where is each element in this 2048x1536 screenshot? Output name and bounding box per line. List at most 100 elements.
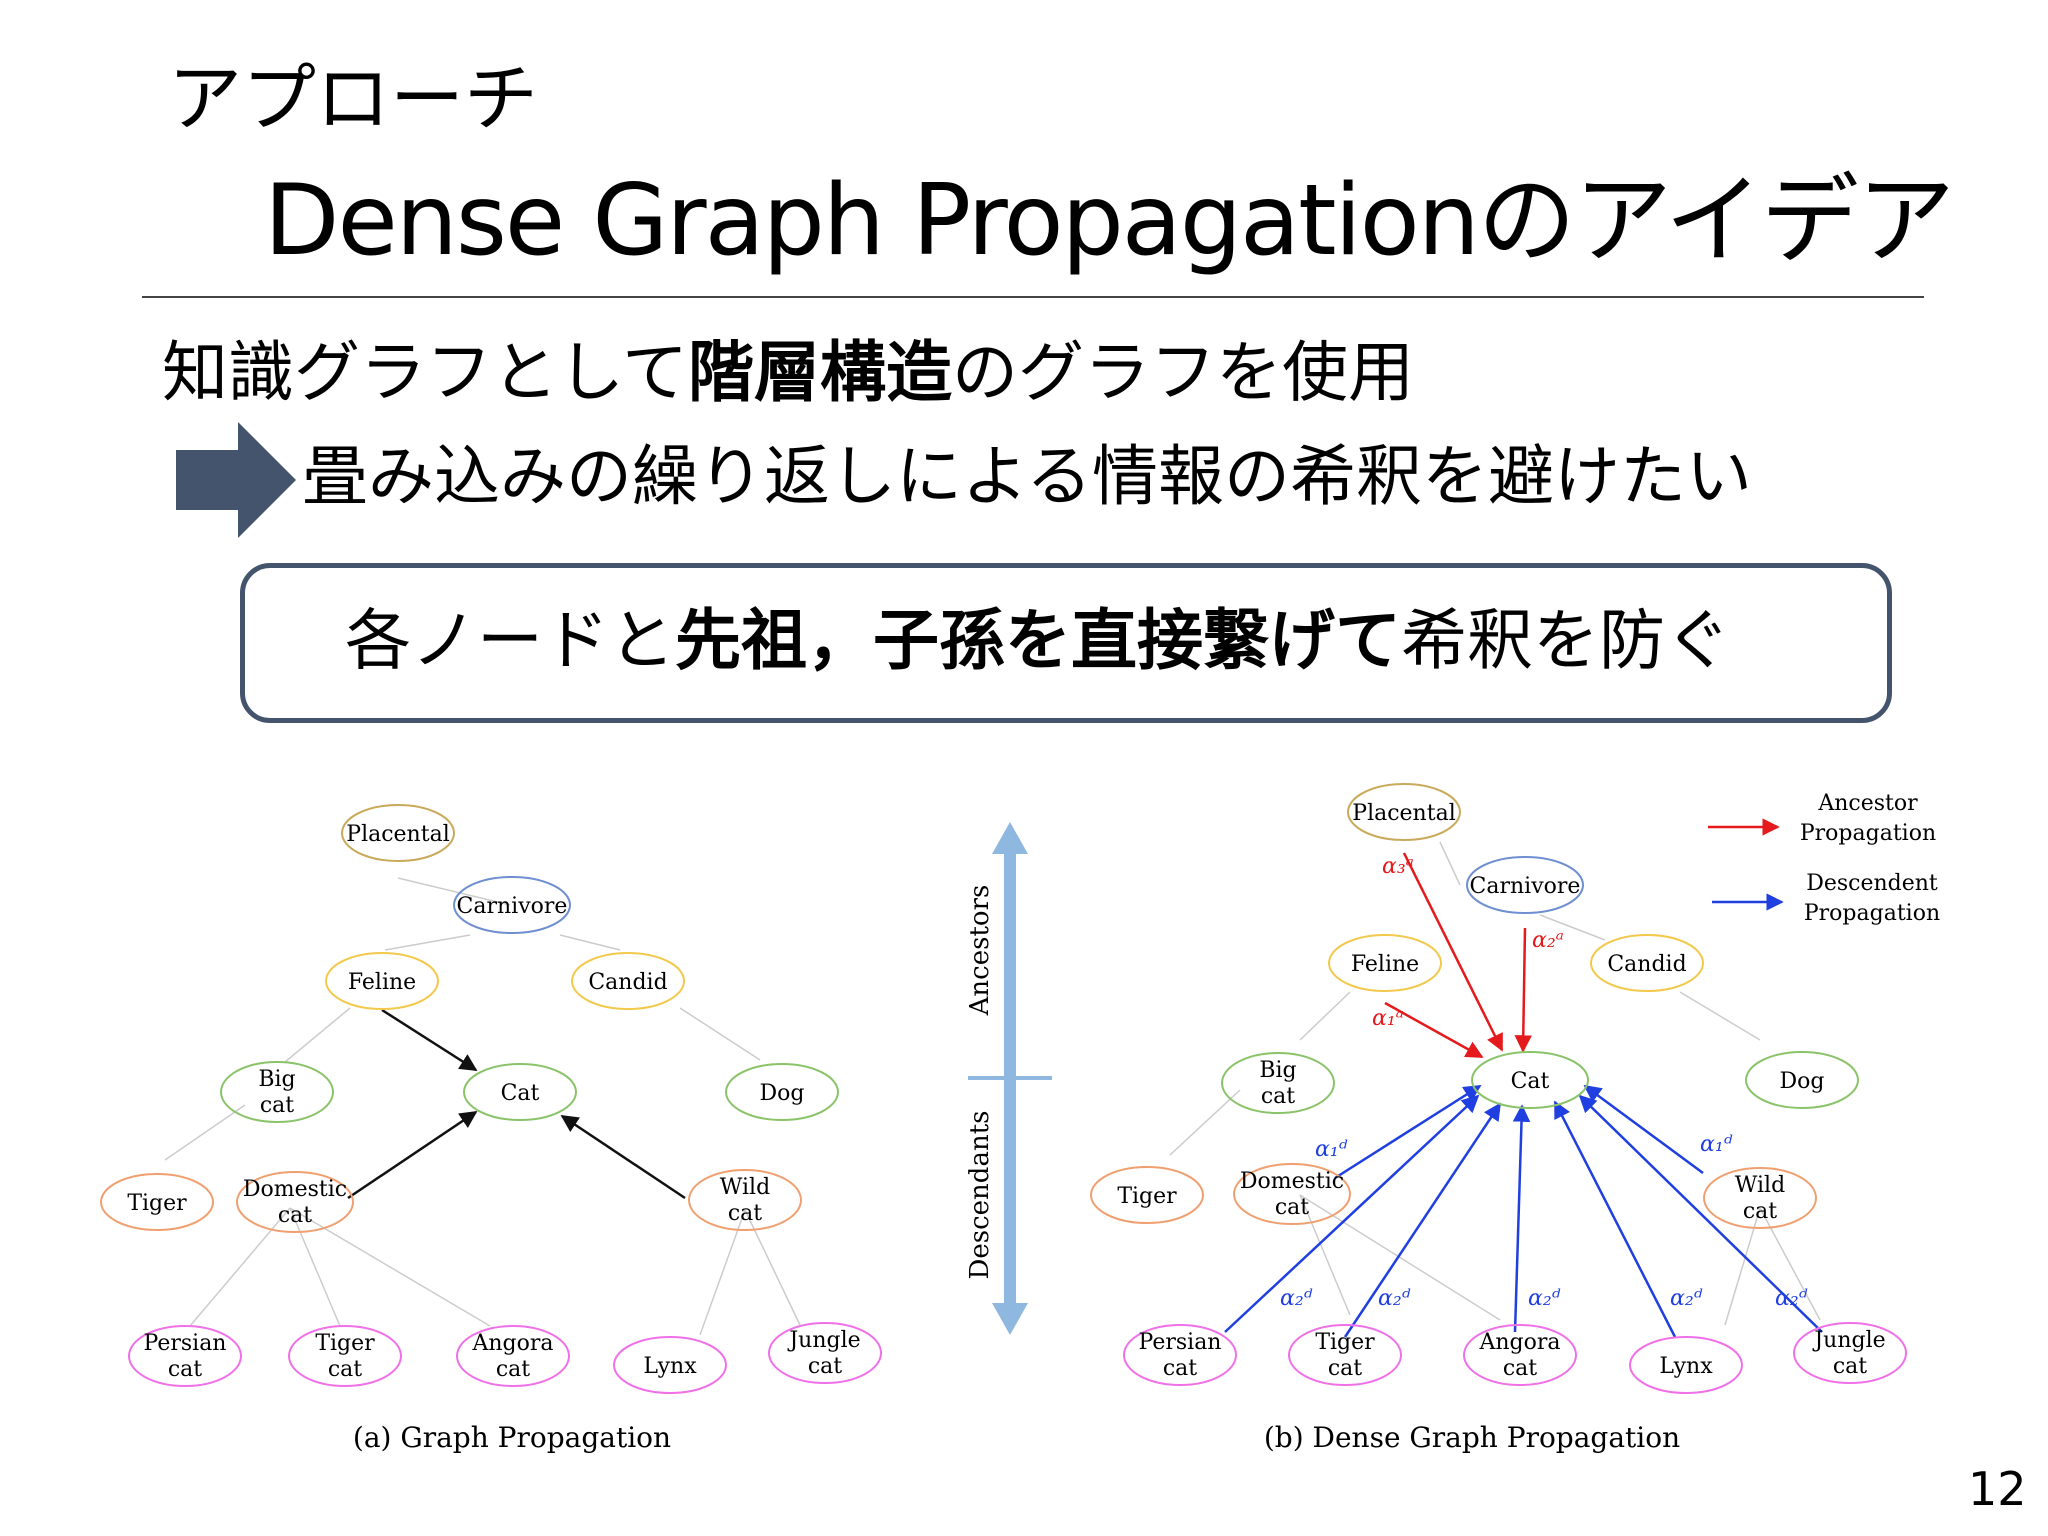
svg-text:Tiger: Tiger <box>1117 1184 1177 1209</box>
svg-text:Persian: Persian <box>144 1331 227 1356</box>
svg-text:Angora: Angora <box>471 1331 553 1356</box>
descendant-arrows-b <box>1224 1084 1823 1338</box>
svg-text:cat: cat <box>1261 1084 1295 1109</box>
ancestors-label: Ancestors <box>965 885 995 1017</box>
svg-text:Carnivore: Carnivore <box>1470 874 1581 899</box>
svg-text:α₃ᵃ: α₃ᵃ <box>1382 854 1414 879</box>
page-number: 12 <box>1968 1462 2027 1516</box>
svg-text:Descendent: Descendent <box>1806 871 1938 896</box>
node-dog-b: Dog <box>1745 1051 1859 1109</box>
node-carnivore-a: Carnivore <box>453 876 571 934</box>
callout-text-end: 希釈を防ぐ <box>1401 602 1731 679</box>
ancestor-arrows-b <box>1384 852 1533 1059</box>
svg-text:α₁ᵈ: α₁ᵈ <box>1700 1132 1733 1157</box>
node-tiger-b: Tiger <box>1090 1166 1204 1224</box>
line1-text: 知識グラフとして <box>162 334 689 411</box>
svg-text:cat: cat <box>728 1201 762 1226</box>
svg-text:cat: cat <box>496 1357 530 1382</box>
svg-text:Tiger: Tiger <box>1315 1330 1375 1355</box>
svg-text:Domestic: Domestic <box>243 1177 347 1202</box>
svg-text:Persian: Persian <box>1139 1330 1222 1355</box>
propagation-figure: Placental Carnivore Feline Candid Bigcat… <box>100 783 1940 1454</box>
line1-bold: 階層構造 <box>688 334 953 411</box>
svg-text:Tiger: Tiger <box>315 1331 375 1356</box>
svg-text:Carnivore: Carnivore <box>457 894 568 919</box>
svg-text:cat: cat <box>168 1357 202 1382</box>
propagation-arrows-a <box>347 1008 686 1200</box>
slide-title: Dense Graph Propagationのアイデア <box>264 164 1955 278</box>
svg-text:Ancestor: Ancestor <box>1817 791 1918 816</box>
node-candid-b: Candid <box>1590 934 1704 992</box>
svg-text:Jungle: Jungle <box>1812 1328 1885 1353</box>
svg-text:α₂ᵈ: α₂ᵈ <box>1670 1286 1703 1311</box>
svg-text:Placental: Placental <box>346 822 449 847</box>
descendants-label: Descendants <box>965 1111 995 1280</box>
svg-text:Big: Big <box>258 1067 295 1092</box>
svg-text:α₁ᵃ: α₁ᵃ <box>1372 1006 1404 1031</box>
title-divider <box>142 296 1924 298</box>
svg-text:Wild: Wild <box>1735 1173 1785 1198</box>
graph-propagation-panel: Placental Carnivore Feline Candid Bigcat… <box>100 804 882 1454</box>
bullet-line-2: 畳み込みの繰り返しによる情報の希釈を避けたい <box>302 438 1753 515</box>
node-dog-a: Dog <box>725 1063 839 1121</box>
svg-text:α₂ᵃ: α₂ᵃ <box>1532 928 1564 953</box>
svg-text:Placental: Placental <box>1352 801 1455 826</box>
svg-text:Wild: Wild <box>720 1175 770 1200</box>
svg-text:Candid: Candid <box>1607 952 1686 977</box>
node-feline-a: Feline <box>325 952 439 1010</box>
svg-text:Cat: Cat <box>1511 1069 1550 1094</box>
svg-text:cat: cat <box>1328 1356 1362 1381</box>
bullet-line-1: 知識グラフとして階層構造のグラフを使用 <box>162 340 1414 406</box>
node-carnivore-b: Carnivore <box>1466 856 1584 914</box>
svg-text:Big: Big <box>1259 1058 1296 1083</box>
svg-text:cat: cat <box>278 1203 312 1228</box>
svg-text:Propagation: Propagation <box>1800 821 1936 846</box>
svg-text:Propagation: Propagation <box>1804 901 1940 926</box>
callout-text-start: 各ノードと <box>345 602 675 679</box>
svg-text:Feline: Feline <box>1351 952 1419 977</box>
node-cat-a: Cat <box>463 1063 577 1121</box>
svg-text:cat: cat <box>260 1093 294 1118</box>
ancestor-descendant-axis: Ancestors Descendants <box>965 822 1052 1335</box>
svg-text:α₁ᵈ: α₁ᵈ <box>1315 1137 1348 1162</box>
svg-text:cat: cat <box>328 1357 362 1382</box>
svg-text:Lynx: Lynx <box>1659 1354 1713 1379</box>
callout-bold: 先祖，子孫を直接繋げて <box>675 602 1401 679</box>
node-placental-a: Placental <box>341 804 455 862</box>
node-cat-b: Cat <box>1471 1051 1589 1109</box>
svg-text:cat: cat <box>1503 1356 1537 1381</box>
svg-text:Tiger: Tiger <box>127 1191 187 1216</box>
svg-text:Feline: Feline <box>348 970 416 995</box>
svg-text:Dog: Dog <box>1780 1069 1825 1094</box>
right-arrow-icon <box>176 422 296 538</box>
svg-text:Angora: Angora <box>1478 1330 1560 1355</box>
svg-text:Candid: Candid <box>588 970 667 995</box>
weight-labels-b: α₃ᵃ α₂ᵃ α₁ᵃ α₁ᵈ α₁ᵈ α₂ᵈ α₂ᵈ α₂ᵈ α₂ᵈ α₂ᵈ <box>1280 854 1808 1311</box>
node-candid-a: Candid <box>571 952 685 1010</box>
svg-text:cat: cat <box>1163 1356 1197 1381</box>
node-tiger-a: Tiger <box>100 1173 214 1231</box>
svg-text:Dog: Dog <box>760 1081 805 1106</box>
caption-b: (b) Dense Graph Propagation <box>1264 1421 1680 1454</box>
slide-subtitle: アプローチ <box>168 56 538 142</box>
svg-text:Jungle: Jungle <box>787 1328 860 1353</box>
node-placental-b: Placental <box>1347 783 1461 841</box>
node-feline-b: Feline <box>1328 934 1442 992</box>
dense-graph-propagation-panel: Placental Carnivore Feline Candid Bigcat… <box>1090 783 1940 1454</box>
svg-text:α₂ᵈ: α₂ᵈ <box>1378 1286 1411 1311</box>
svg-text:Cat: Cat <box>501 1081 540 1106</box>
